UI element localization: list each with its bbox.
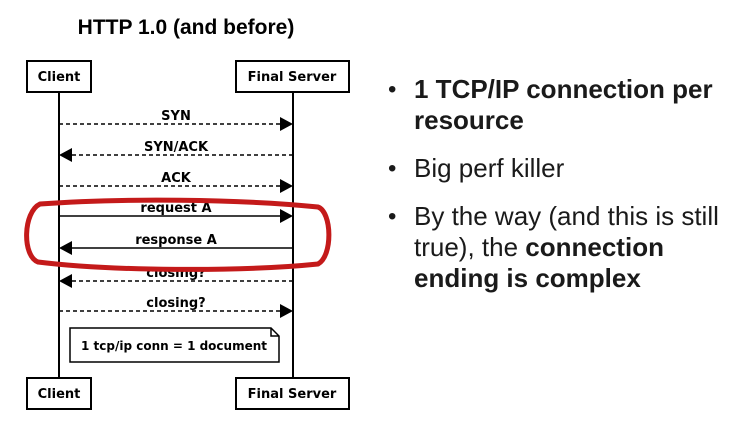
note: 1 tcp/ip conn = 1 document xyxy=(69,327,280,363)
highlight-ellipse xyxy=(24,197,332,272)
message-label: ACK xyxy=(161,171,192,186)
bullet-text: 1 TCP/IP connection per resource xyxy=(414,74,713,135)
participant-client-bottom-label: Client xyxy=(38,387,81,402)
arrowhead xyxy=(59,148,72,162)
sequence-diagram: HTTP 1.0 (and before) Client Final Serve… xyxy=(24,16,350,410)
message-1: SYN xyxy=(59,109,293,131)
message-label: request A xyxy=(140,201,211,216)
message-label: response A xyxy=(135,233,217,248)
message-4: request A xyxy=(59,201,293,223)
arrowhead xyxy=(280,179,293,193)
message-3: ACK xyxy=(59,171,293,193)
participant-client-top-label: Client xyxy=(38,70,81,85)
participant-server-top-label: Final Server xyxy=(248,70,337,85)
bullet-text: connection ending is complex xyxy=(414,232,664,293)
participant-client-top: Client xyxy=(26,60,92,93)
messages: SYN SYN/ACK ACK request A response A closing?… xyxy=(59,109,293,318)
participant-server-bottom: Final Server xyxy=(235,377,350,410)
bullet-item-3: By the way (and this is still true), the… xyxy=(382,201,752,294)
bullet-text: Big perf killer xyxy=(414,153,565,183)
message-2: SYN/ACK xyxy=(59,140,293,162)
bullet-item-1: 1 TCP/IP connection per resource xyxy=(382,74,752,136)
arrowhead xyxy=(59,274,72,288)
arrowhead xyxy=(280,304,293,318)
message-label: SYN/ACK xyxy=(144,140,209,155)
participant-client-bottom: Client xyxy=(26,377,92,410)
participant-server-bottom-label: Final Server xyxy=(248,387,337,402)
note-text: 1 tcp/ip conn = 1 document xyxy=(81,339,267,353)
message-5: response A xyxy=(59,233,293,255)
message-label: SYN xyxy=(161,109,191,124)
message-label: closing? xyxy=(146,296,205,311)
participant-server-top: Final Server xyxy=(235,60,350,93)
bullet-list: 1 TCP/IP connection per resourceBig perf… xyxy=(382,74,752,311)
bullet-text: By the way (and this is still true), the xyxy=(414,201,719,262)
bullet-item-2: Big perf killer xyxy=(382,153,752,184)
arrowhead xyxy=(59,241,72,255)
arrowhead xyxy=(280,117,293,131)
diagram-title: HTTP 1.0 (and before) xyxy=(78,16,295,39)
message-7: closing? xyxy=(59,296,293,318)
arrowhead xyxy=(280,209,293,223)
